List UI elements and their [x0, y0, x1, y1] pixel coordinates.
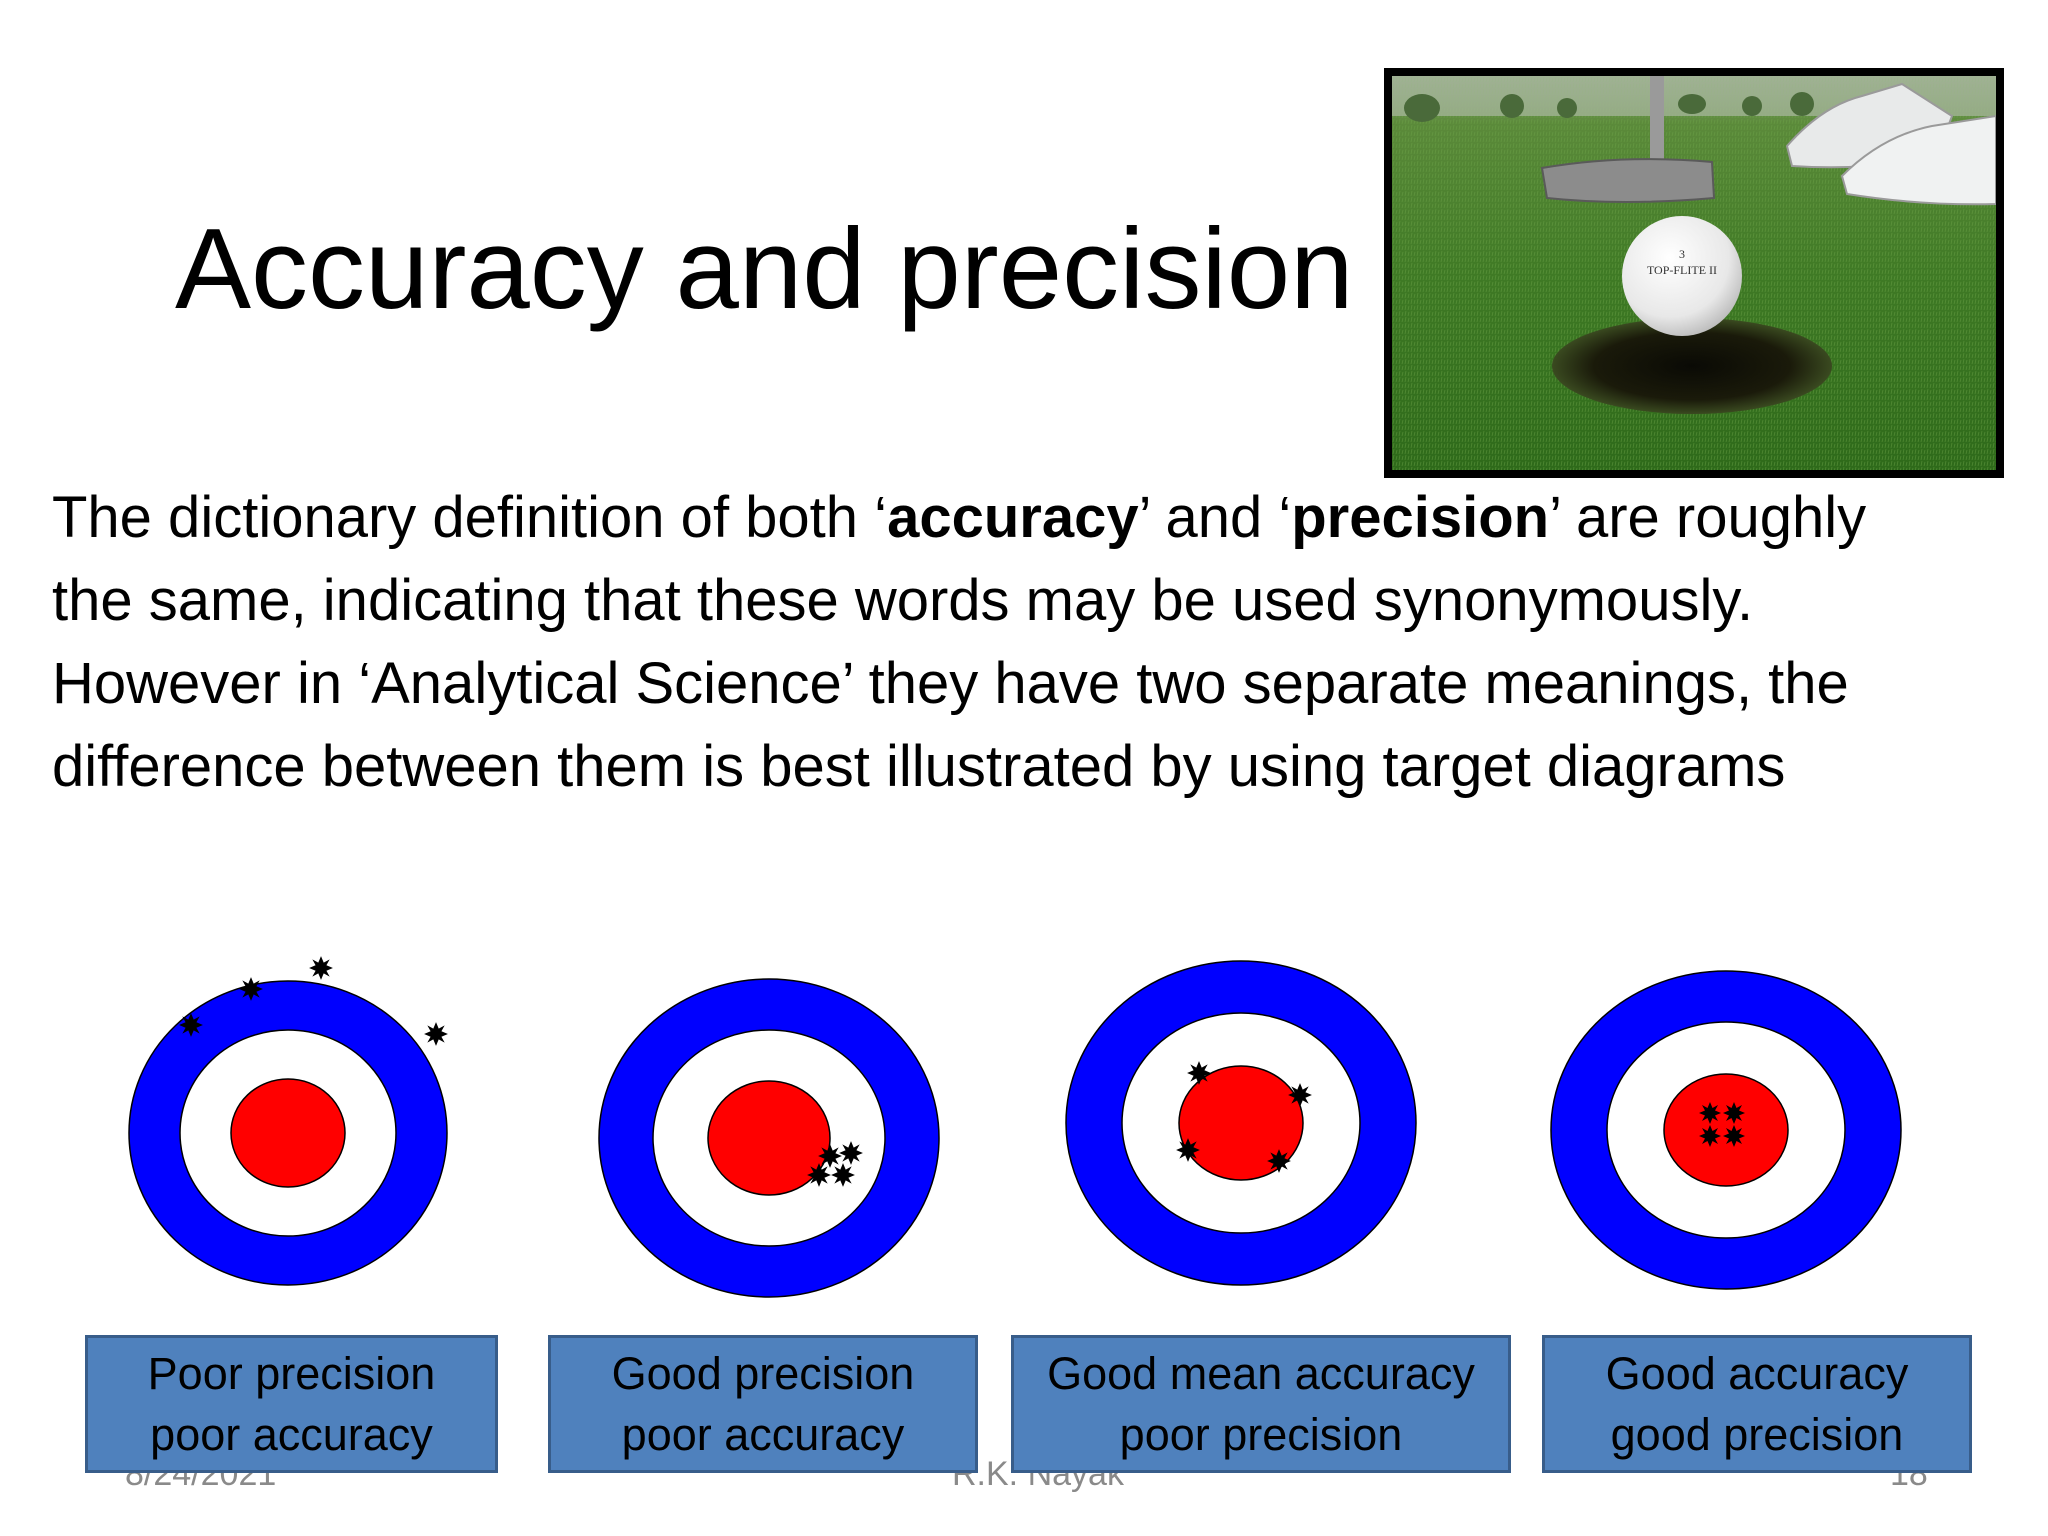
- target-1-bullseye: [230, 1078, 346, 1188]
- label-2-line-1: Good precision: [611, 1348, 915, 1399]
- term-accuracy: accuracy: [887, 485, 1139, 550]
- slide-title: Accuracy and precision: [175, 206, 1354, 333]
- label-3-line-2: poor precision: [1119, 1409, 1403, 1460]
- target-1-hit: [309, 956, 333, 980]
- target-3-bullseye: [1178, 1065, 1304, 1181]
- body-line-1: The dictionary definition of both ‘accur…: [52, 485, 1867, 550]
- target-diagrams: [128, 956, 1902, 1298]
- label-1-line-1: Poor precision: [147, 1348, 436, 1399]
- golf-photo: 3 TOP-FLITE II: [1384, 68, 2004, 478]
- target-3-hit: [1267, 1149, 1291, 1173]
- target-3-hit: [1187, 1061, 1211, 1085]
- svg-text:TOP-FLITE II: TOP-FLITE II: [1647, 263, 1717, 277]
- term-precision: precision: [1291, 485, 1550, 550]
- label-box-4: Good accuracy good precision: [1542, 1335, 1972, 1473]
- target-4-hit: [1699, 1125, 1721, 1147]
- target-3: [1065, 960, 1417, 1286]
- body-line-2: the same, indicating that these words ma…: [52, 568, 1754, 633]
- target-4-hit: [1723, 1102, 1745, 1124]
- target-1: [128, 956, 448, 1286]
- label-2-line-2: poor accuracy: [621, 1409, 905, 1460]
- target-2: [598, 978, 940, 1298]
- label-box-1: Poor precision poor accuracy: [85, 1335, 498, 1473]
- label-4-line-2: good precision: [1610, 1409, 1904, 1460]
- target-3-hit: [1288, 1083, 1312, 1107]
- target-1-hit: [239, 977, 263, 1001]
- body-line-4: difference between them is best illustra…: [52, 734, 1786, 799]
- svg-text:3: 3: [1679, 247, 1685, 261]
- label-box-3: Good mean accuracy poor precision: [1011, 1335, 1511, 1473]
- target-2-bullseye: [707, 1080, 831, 1196]
- label-3-line-1: Good mean accuracy: [1047, 1348, 1475, 1399]
- label-4-line-1: Good accuracy: [1605, 1348, 1909, 1399]
- target-3-hit: [1176, 1138, 1200, 1162]
- golf-ball-hole-image: 3 TOP-FLITE II: [1392, 76, 1996, 470]
- label-1-line-2: poor accuracy: [150, 1409, 433, 1460]
- body-paragraph: The dictionary definition of both ‘accur…: [52, 476, 2032, 808]
- target-1-hit: [424, 1022, 448, 1046]
- target-2-hit: [831, 1163, 855, 1187]
- target-2-hit: [818, 1144, 842, 1168]
- target-1-hit: [179, 1013, 203, 1037]
- target-4-bullseye: [1663, 1073, 1789, 1187]
- target-4-hit: [1699, 1102, 1721, 1124]
- target-2-hit: [839, 1141, 863, 1165]
- label-box-2: Good precision poor accuracy: [548, 1335, 978, 1473]
- target-2-hit: [807, 1163, 831, 1187]
- body-line-3: However in ‘Analytical Science’ they hav…: [52, 651, 1849, 716]
- target-4: [1550, 970, 1902, 1290]
- target-4-hit: [1723, 1125, 1745, 1147]
